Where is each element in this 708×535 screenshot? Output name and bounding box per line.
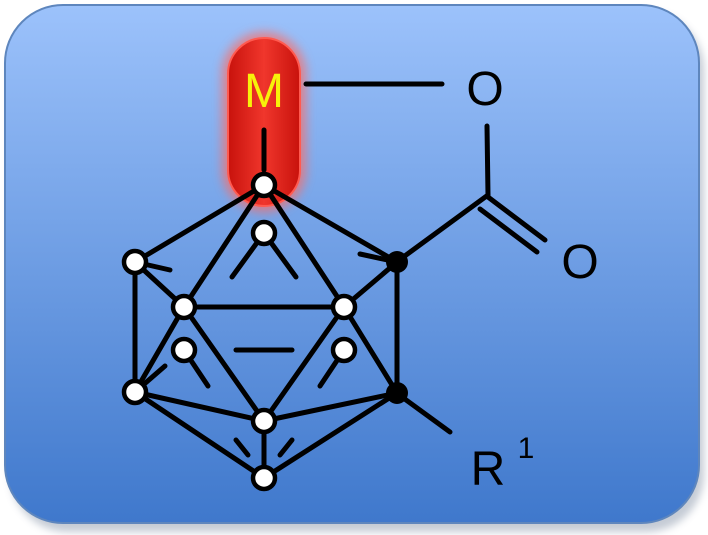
bond-line (485, 194, 548, 243)
bond-line (132, 389, 267, 424)
boron-vertex (250, 464, 278, 492)
boron-vertex (170, 336, 198, 364)
bond-line (261, 304, 347, 424)
bond-line (399, 394, 453, 435)
boron-vertex (330, 293, 358, 321)
bond-line (484, 123, 491, 198)
carbon-vertex (386, 382, 408, 404)
boron-vertex (250, 219, 278, 247)
ring-oxygen-label: O (466, 63, 503, 116)
bond-line (181, 304, 267, 424)
bond-line (477, 206, 540, 255)
metal-highlight-capsule (227, 37, 301, 207)
bond-line (233, 437, 251, 458)
bonds-layer (132, 81, 548, 481)
bond-line (261, 390, 400, 481)
metal-label: M (244, 65, 284, 118)
bond-line (132, 389, 267, 481)
carbonyl-oxygen-label: O (561, 236, 598, 289)
bond-line (399, 192, 491, 261)
boron-vertex (250, 171, 278, 199)
vertices-layer (121, 171, 408, 492)
bond-line (341, 304, 400, 396)
boron-vertex (121, 248, 149, 276)
bond-line (261, 182, 347, 310)
carbon-vertex (386, 251, 408, 273)
boron-vertex (330, 336, 358, 364)
boron-vertex (250, 407, 278, 435)
background-panel (4, 4, 700, 524)
boron-vertex (170, 293, 198, 321)
bond-line (132, 304, 187, 395)
substituent-index-label: 1 (518, 432, 535, 465)
substituent-label: R (471, 443, 506, 496)
bond-line (181, 182, 267, 310)
bond-line (261, 390, 400, 424)
bond-line (277, 437, 295, 458)
boron-vertex (121, 378, 149, 406)
bond-line (261, 182, 400, 265)
bond-line (132, 182, 267, 265)
